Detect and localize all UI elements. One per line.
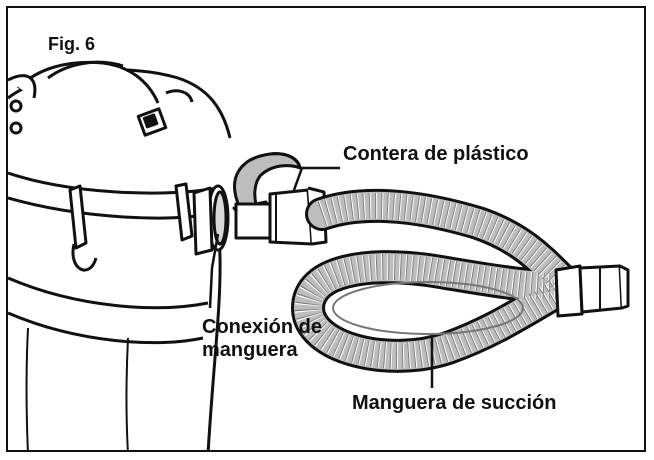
hose-end-connector: [554, 264, 630, 318]
vacuum-canister: [8, 60, 232, 450]
hose-connection-label-line2: manguera: [202, 339, 298, 361]
suction-hose: [291, 188, 585, 388]
plastic-tip-label: Contera de plástico: [343, 143, 529, 165]
figure-label: Fig. 6: [48, 34, 96, 54]
hose-connection-label-line1: Conexión de: [202, 316, 323, 338]
hose-connection-label: Conexión de manguera: [202, 316, 362, 362]
figure-frame: Fig. 6 Contera de plástico Conexión de m…: [6, 6, 646, 452]
suction-hose-label: Manguera de succión: [352, 392, 557, 414]
vacuum-illustration: [8, 60, 630, 450]
